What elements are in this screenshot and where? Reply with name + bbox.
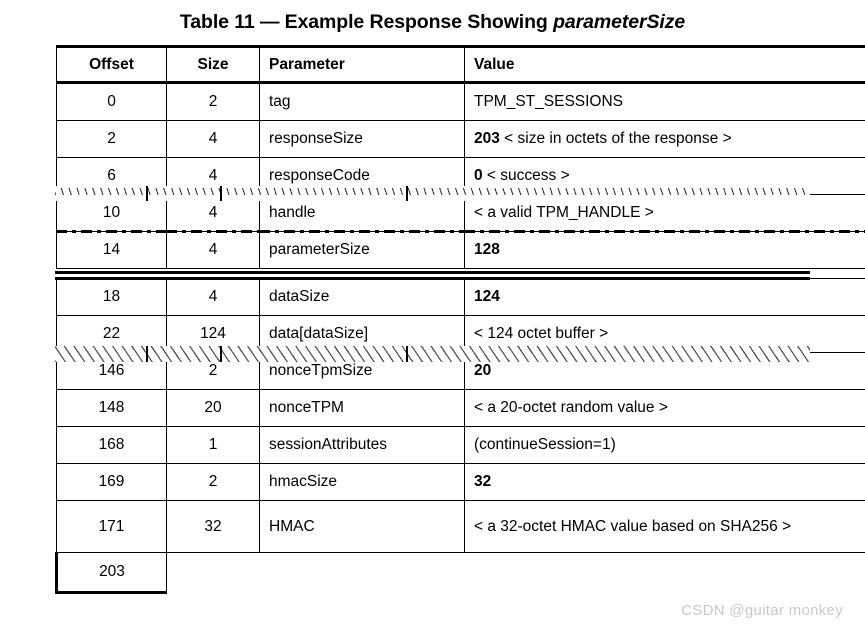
cell-size: 4: [166, 278, 260, 316]
table-row: 2 4 responseSize 203 < size in octets of…: [56, 120, 865, 158]
column-tick: [406, 186, 409, 201]
cell-value: 128: [464, 230, 865, 269]
cell-offset: 168: [56, 426, 167, 464]
cell-value-note: < size in octets of the response >: [499, 130, 732, 147]
cell-size: 2: [166, 82, 260, 121]
cell-parameter: data[dataSize]: [259, 315, 465, 353]
cell-parameter: parameterSize: [259, 230, 466, 269]
cell-parameter: tag: [259, 82, 465, 121]
cell-parameter: hmacSize: [259, 463, 465, 501]
cell-value-note: TPM_ST_SESSIONS: [474, 93, 624, 110]
page-title-prefix: Table 11 — Example Response Showing: [179, 11, 554, 33]
cell-value-note: < a valid TPM_HANDLE >: [474, 204, 654, 221]
cell-offset: 6: [56, 157, 167, 195]
cell-size: 4: [166, 157, 260, 195]
cell-offset: 22: [56, 315, 167, 353]
cell-size: 4: [166, 120, 260, 158]
table-header-row: Offset Size Parameter Value: [56, 45, 865, 84]
cell-empty: [259, 552, 465, 593]
table-row-parameter-size: 14 4 parameterSize 128: [56, 230, 865, 269]
cell-parameter: dataSize: [259, 278, 465, 316]
table-row-total: 203: [55, 552, 865, 594]
cell-value-number: 0: [474, 167, 483, 184]
table-body-parameter-block: 18 4 dataSize 124 22 124 data[dataSize] …: [55, 278, 865, 594]
cell-value: 203 < size in octets of the response >: [464, 120, 865, 158]
response-table: Offset Size Parameter Value 0 2 tag TPM_…: [55, 45, 865, 594]
cell-size: 4: [166, 194, 260, 232]
page-title-emphasis: parameterSize: [553, 11, 686, 33]
cell-value-note: < 124 octet buffer >: [474, 325, 609, 342]
column-tick: [406, 346, 409, 362]
cell-offset: 171: [56, 500, 167, 553]
column-header-size: Size: [166, 45, 260, 84]
cell-parameter: responseSize: [259, 120, 465, 158]
cell-size: 124: [166, 315, 260, 353]
cell-parameter: handle: [259, 194, 465, 232]
cell-offset: 18: [56, 278, 167, 316]
table-row: 0 2 tag TPM_ST_SESSIONS: [56, 82, 865, 121]
table-row: 22 124 data[dataSize] < 124 octet buffer…: [56, 315, 865, 353]
cell-value-note: (continueSession=1): [474, 436, 616, 453]
page-title: Table 11 — Example Response Showing para…: [0, 11, 865, 34]
table-row: 10 4 handle < a valid TPM_HANDLE >: [56, 194, 865, 232]
cell-value: (continueSession=1): [464, 426, 865, 464]
cell-size: 32: [166, 500, 260, 553]
column-tick: [146, 346, 149, 362]
table-row: 18 4 dataSize 124: [56, 278, 865, 316]
cell-value: 124: [464, 278, 865, 316]
cell-empty: [464, 552, 865, 593]
cell-value: 0 < success >: [464, 157, 865, 195]
column-tick: [220, 186, 223, 201]
column-tick: [146, 186, 149, 201]
cell-offset: 10: [56, 194, 167, 232]
cell-parameter: HMAC: [259, 500, 465, 553]
cell-offset: 2: [56, 120, 167, 158]
cell-value-note: < success >: [482, 167, 570, 184]
cell-value: 20: [464, 352, 865, 390]
cell-value: < a 20-octet random value >: [464, 389, 865, 427]
cell-size: 2: [166, 352, 260, 390]
cell-value: 32: [464, 463, 865, 501]
cell-parameter: sessionAttributes: [259, 426, 465, 464]
cell-size: 4: [166, 230, 261, 269]
table-row: 6 4 responseCode 0 < success >: [56, 157, 865, 195]
table-row: 146 2 nonceTpmSize 20: [56, 352, 865, 390]
table-row: 171 32 HMAC < a 32-octet HMAC value base…: [56, 500, 865, 553]
table-row: 168 1 sessionAttributes (continueSession…: [56, 426, 865, 464]
cell-offset: 0: [56, 82, 167, 121]
cell-offset: 14: [56, 230, 168, 269]
column-header-offset: Offset: [56, 45, 167, 84]
cell-parameter: responseCode: [259, 157, 465, 195]
watermark: CSDN @guitar monkey: [681, 602, 843, 619]
column-header-value: Value: [464, 45, 865, 84]
cell-size: 2: [166, 463, 260, 501]
cell-size: 20: [166, 389, 260, 427]
column-tick: [220, 346, 223, 362]
cell-offset-total: 203: [55, 552, 167, 594]
cell-parameter: nonceTpmSize: [259, 352, 465, 390]
cell-value-number: 124: [474, 288, 500, 305]
cell-offset: 146: [56, 352, 167, 390]
cell-value-number: 20: [474, 362, 492, 379]
block-divider: [55, 271, 810, 280]
cell-value-number: 32: [474, 473, 492, 490]
cell-value: < a 32-octet HMAC value based on SHA256 …: [464, 500, 865, 553]
table-body-header-block: 0 2 tag TPM_ST_SESSIONS 2 4 responseSize…: [56, 82, 865, 279]
table-row: 148 20 nonceTPM < a 20-octet random valu…: [56, 389, 865, 427]
cell-parameter: nonceTPM: [259, 389, 465, 427]
table-row: 169 2 hmacSize 32: [56, 463, 865, 501]
cell-empty: [166, 552, 260, 593]
cell-value: < a valid TPM_HANDLE >: [464, 194, 865, 232]
cell-offset: 148: [56, 389, 167, 427]
cell-value: TPM_ST_SESSIONS: [464, 82, 865, 121]
cell-value-number: 203: [474, 130, 500, 147]
cell-offset: 169: [56, 463, 167, 501]
column-header-parameter: Parameter: [259, 45, 465, 84]
cell-value-number: 128: [474, 241, 500, 258]
cell-size: 1: [166, 426, 260, 464]
cell-value: < 124 octet buffer >: [464, 315, 865, 353]
cell-value-note: < a 32-octet HMAC value based on SHA256 …: [474, 517, 792, 535]
cell-value-note: < a 20-octet random value >: [474, 399, 668, 416]
